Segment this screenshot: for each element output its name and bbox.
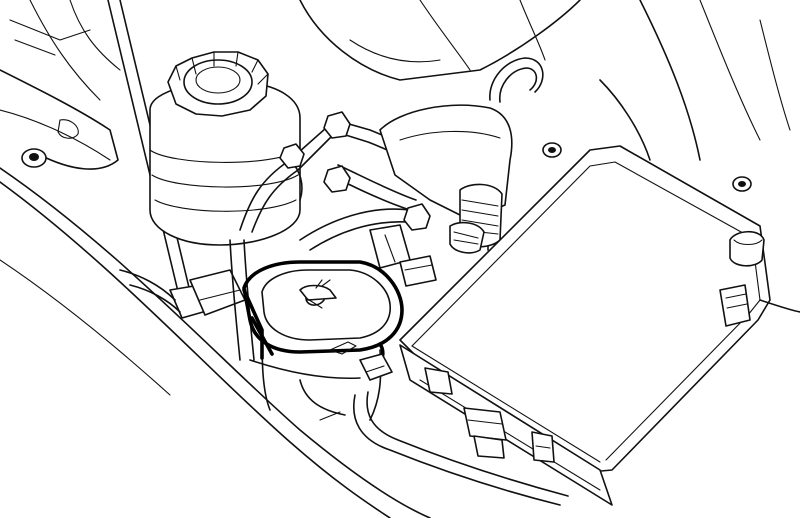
washer-fluid-cap: [242, 260, 404, 368]
power-steering-reservoir: [149, 51, 301, 246]
fuse-box: [399, 145, 800, 506]
reservoir-cap: [167, 51, 269, 117]
fuse-box-clip: [424, 367, 453, 395]
upper-engine-area: [299, 0, 791, 161]
windscreen-washer-icon: [299, 279, 337, 309]
left-wing-structure: [0, 19, 119, 170]
pipe-union-nut: [323, 111, 351, 139]
hood-outline: [0, 0, 431, 518]
pipe-union-nut: [279, 143, 305, 169]
fuse-box-clip: [463, 407, 507, 441]
pipe-union-nut: [403, 203, 431, 231]
lower-hose: [353, 353, 569, 506]
pipe-union-nut: [323, 165, 351, 193]
washer-reservoir-body: [249, 329, 382, 421]
brake-master-cylinder: [369, 104, 513, 287]
vacuum-hose-loop: [489, 57, 752, 192]
